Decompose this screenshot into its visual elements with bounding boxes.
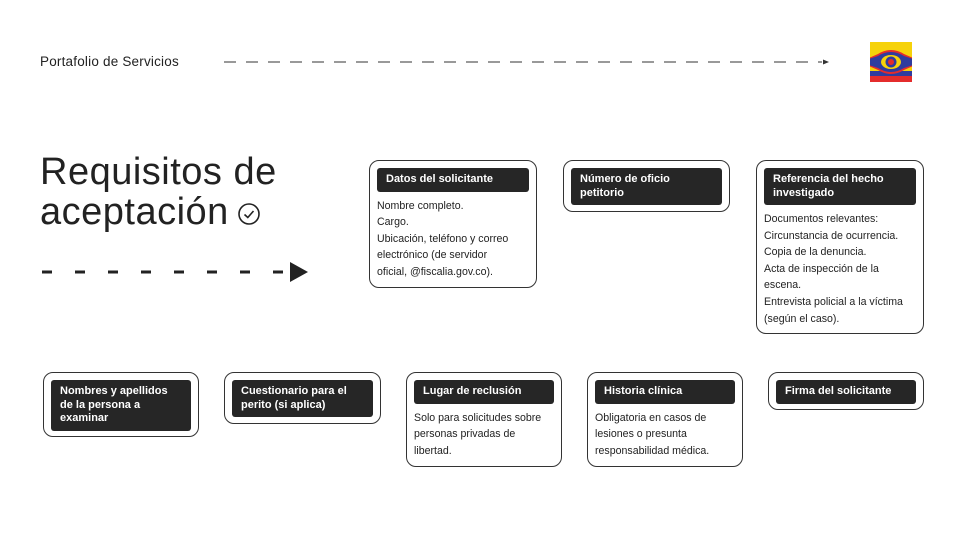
card-line: lesiones o presunta [595, 428, 687, 441]
card-line: Entrevista policial a la víctima [764, 295, 903, 308]
card-line: electrónico (de servidor [377, 249, 488, 262]
check-circle-icon [238, 203, 260, 225]
card-line: Cargo. [377, 216, 409, 229]
card-label-line: Nombres y apellidos [60, 385, 168, 397]
card-line: Documentos relevantes: [764, 213, 879, 225]
card-label: Número de oficio petitorio [571, 168, 722, 205]
card-label-line: perito (si aplica) [241, 398, 326, 411]
eye-logo-icon [870, 42, 912, 82]
card-line: libertad. [414, 444, 452, 457]
card-nombres-apellidos: Nombres y apellidos de la persona a exam… [43, 372, 199, 437]
card-label: Cuestionario para el perito (si aplica) [232, 380, 373, 417]
card-line: (según el caso). [764, 312, 840, 325]
card-line: Nombre completo. [377, 199, 464, 212]
card-line: Solo para solicitudes sobre [414, 411, 542, 424]
card-body: Solo para solicitudes sobre personas pri… [414, 404, 554, 460]
card-label: Nombres y apellidos de la persona a exam… [51, 380, 191, 431]
dashed-arrow-decoration [224, 59, 829, 65]
card-firma-solicitante: Firma del solicitante [768, 372, 924, 410]
card-lugar-reclusion: Lugar de reclusión Solo para solicitudes… [406, 372, 562, 467]
card-historia-clinica: Historia clínica Obligatoria en casos de… [587, 372, 743, 467]
card-line: Obligatoria en casos de [595, 411, 707, 424]
card-datos-solicitante: Datos del solicitante Nombre completo. C… [369, 160, 537, 288]
card-line: personas privadas de [414, 428, 516, 441]
card-line: Circunstancia de ocurrencia. [764, 229, 899, 242]
card-label-line: Número de oficio [580, 173, 670, 185]
card-line: Ubicación, teléfono y correo [377, 232, 509, 245]
card-body: Obligatoria en casos de lesiones o presu… [595, 404, 735, 460]
card-line: responsabilidad médica. [595, 444, 710, 457]
page-title-line2: aceptación [40, 191, 229, 233]
card-label: Firma del solicitante [776, 380, 916, 404]
card-label-line: investigado [773, 186, 835, 199]
card-numero-oficio: Número de oficio petitorio [563, 160, 730, 212]
card-label: Lugar de reclusión [414, 380, 554, 404]
card-label-line: Referencia del hecho [773, 173, 884, 185]
card-label-line: petitorio [580, 186, 624, 199]
card-label-line: Cuestionario para el [241, 385, 347, 397]
header-title: Portafolio de Servicios [40, 54, 179, 69]
card-cuestionario: Cuestionario para el perito (si aplica) [224, 372, 381, 424]
card-line: Copia de la denuncia. [764, 246, 867, 259]
card-label: Datos del solicitante [377, 168, 529, 192]
card-label: Historia clínica [595, 380, 735, 404]
card-label: Referencia del hecho investigado [764, 168, 916, 205]
page-title: Requisitos de aceptación [40, 152, 277, 232]
card-line: escena. [764, 279, 802, 292]
page-title-line1: Requisitos de [40, 151, 277, 193]
card-line: Acta de inspección de la [764, 262, 879, 275]
card-label-line: examinar [60, 412, 109, 424]
card-label-line: de la persona a [60, 398, 141, 411]
card-body: Nombre completo. Cargo. Ubicación, teléf… [377, 192, 529, 281]
card-line: oficial, @fiscalia.gov.co). [377, 265, 493, 278]
dashed-arrow-decoration-large [42, 262, 308, 282]
card-body: Documentos relevantes: Circunstancia de … [764, 205, 916, 327]
card-referencia-hecho: Referencia del hecho investigado Documen… [756, 160, 924, 334]
